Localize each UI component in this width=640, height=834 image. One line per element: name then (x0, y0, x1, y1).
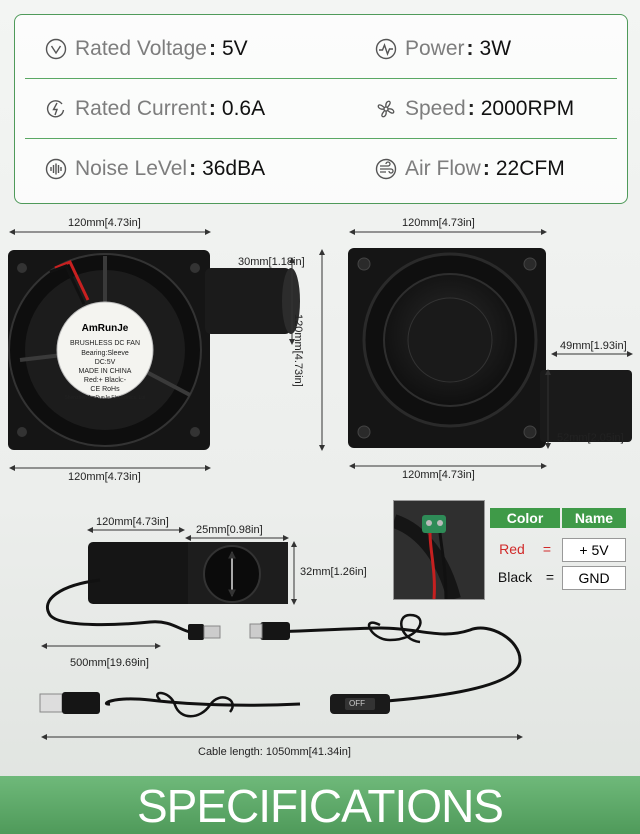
table-header-color: Color (490, 508, 560, 528)
spec-separator: : (189, 157, 197, 180)
spec-row-3: Noise LeVel : 36dBA Air Flow : 22CFM (15, 139, 627, 199)
table-equals: = (542, 541, 552, 557)
wire-color-table: Color Name Red = + 5V Black = GND (490, 508, 626, 592)
power-icon (375, 38, 397, 60)
spec-value: 2000RPM (480, 97, 575, 120)
row-divider (25, 77, 617, 79)
dim-side-outlet-height: 32mm[1.26in] (300, 566, 367, 578)
spec-separator: : (208, 97, 216, 120)
fan-label-arc: Shenzhen AmRunJe Electronics, Ltd (64, 395, 146, 401)
fan-label-line: Red:+ Black:- (83, 377, 127, 384)
dim-outlet-height: 30mm[1.18in] (238, 256, 305, 268)
row-divider (25, 137, 617, 139)
airflow-icon (375, 158, 397, 180)
dim-front-bottom-width: 120mm[4.73in] (68, 471, 141, 483)
page-title: SPECIFICATIONS (137, 780, 504, 832)
current-icon (46, 100, 65, 118)
spec-separator: : (466, 37, 474, 60)
fan-label-line: Bearing:Sleeve (81, 350, 129, 357)
dim-cable-length: Cable length: 1050mm[41.34in] (198, 746, 351, 758)
usb-a-plug (39, 692, 100, 714)
table-equals: = (545, 569, 555, 585)
spec-table: Rated Voltage : 5V Power : 3W Rated Curr… (14, 14, 628, 204)
switch-label: OFF (349, 699, 365, 708)
wire-name-ground: GND (562, 566, 626, 590)
wire-connector-photo (393, 500, 485, 600)
spec-value: 36dBA (202, 157, 266, 180)
dim-outlet-width: 49mm[1.93in] (560, 340, 627, 352)
fan-speed-icon (377, 100, 395, 118)
wire-name-positive: + 5V (562, 538, 626, 562)
usb-cable (46, 578, 522, 718)
noise-icon (45, 158, 67, 180)
spec-label: Rated Current (75, 97, 207, 120)
rated-current-spec: Rated Current : 0.6A (45, 79, 265, 139)
wire-color-black: Black (497, 569, 533, 585)
dim-side-width: 120mm[4.73in] (96, 516, 169, 528)
wire-color-red: Red (499, 541, 525, 557)
rear-fan-view (319, 229, 633, 469)
air-flow-spec: Air Flow : 22CFM (375, 139, 565, 199)
spec-separator: : (482, 157, 490, 180)
spec-value: 5V (221, 37, 248, 60)
fan-label-brand: AmRunJe (81, 323, 129, 334)
power-spec: Power : 3W (375, 19, 511, 79)
spec-label: Air Flow (405, 157, 481, 180)
fan-label-line: MADE IN CHINA (78, 368, 132, 375)
front-fan-view (8, 229, 300, 471)
spec-value: 0.6A (221, 97, 266, 120)
fan-label-line: CE RoHs (90, 386, 120, 393)
dim-rear-bottom-width: 120mm[4.73in] (402, 469, 475, 481)
footer-banner (0, 776, 640, 834)
dim-short-cable: 500mm[19.69in] (70, 657, 149, 669)
spec-row-2: Rated Current : 0.6A Speed : 2000RPM (15, 79, 627, 139)
dim-rear-top-width: 120mm[4.73in] (402, 217, 475, 229)
spec-label: Speed (405, 97, 466, 120)
usb-female-connector (249, 622, 290, 640)
rated-voltage-spec: Rated Voltage : 5V (45, 19, 248, 79)
dim-outlet-depth: 52mm[2.05in] (557, 432, 624, 444)
spec-row-1: Rated Voltage : 5V Power : 3W (15, 19, 627, 79)
dim-front-top-width: 120mm[4.73in] (68, 217, 141, 229)
dim-side-thickness: 25mm[0.98in] (196, 524, 263, 536)
side-fan-view (87, 527, 297, 605)
voltage-icon (45, 38, 67, 60)
fan-label-line: DC:5V (94, 359, 116, 366)
spec-value: 22CFM (495, 157, 565, 180)
fan-label-line: BRUSHLESS DC FAN (69, 340, 141, 347)
spec-label: Noise LeVel (75, 157, 188, 180)
spec-separator: : (467, 97, 475, 120)
usb-a-connector (188, 624, 221, 640)
spec-label: Rated Voltage (75, 37, 207, 60)
speed-spec: Speed : 2000RPM (375, 79, 574, 139)
wire-connector-image (394, 501, 484, 599)
noise-level-spec: Noise LeVel : 36dBA (45, 139, 265, 199)
spec-label: Power (405, 37, 465, 60)
table-header-name: Name (562, 508, 626, 528)
spec-value: 3W (479, 37, 512, 60)
spec-separator: : (208, 37, 216, 60)
dim-rear-height: 120mm[4.73in] (292, 314, 304, 387)
inline-switch (330, 694, 390, 714)
